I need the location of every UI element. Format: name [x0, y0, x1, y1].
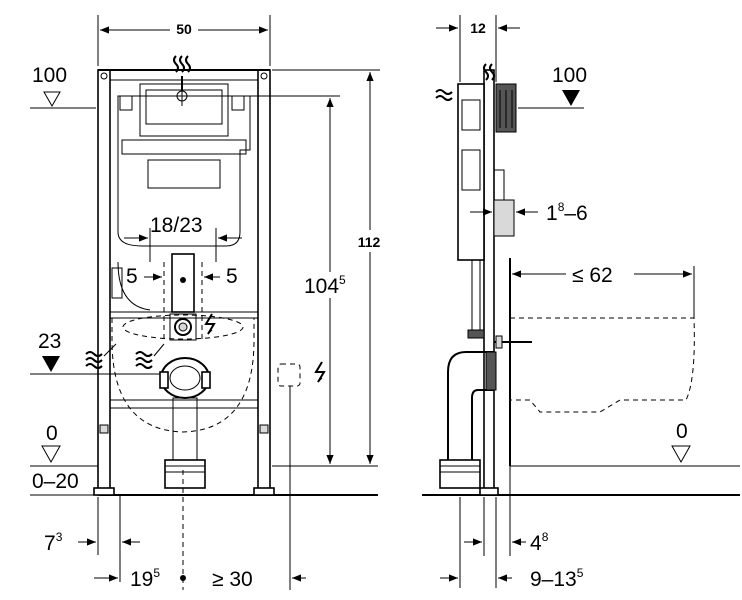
bowl-length-label: ≤ 62 — [572, 264, 613, 287]
drain-pipe-icon — [159, 357, 211, 489]
depth-top-label: 12 — [470, 20, 486, 36]
bottom-right-label: ≥ 30 — [212, 568, 253, 591]
front-view: 50 112 1045 100 18/23 5 5 23 — [30, 15, 386, 591]
flush-pipe — [169, 253, 197, 341]
floor-range-label: 0–20 — [32, 470, 79, 493]
side-bottom-range-label: 9–135 — [530, 566, 584, 591]
level-100-label: 100 — [32, 64, 67, 87]
side-cistern — [457, 83, 517, 339]
offset-left-label: 5 — [126, 265, 138, 288]
level-23-label: 23 — [38, 330, 61, 353]
side-view: 12 100 18–6 ≤ 62 0 48 9–135 — [422, 15, 740, 591]
water-supply-icon — [85, 343, 165, 369]
electrical-supply-icon — [204, 313, 326, 387]
width-dimension-label: 50 — [176, 21, 192, 37]
level-marker-icon — [43, 91, 61, 108]
offset-right-label: 5 — [226, 265, 238, 288]
thickness-label: 18–6 — [546, 200, 588, 225]
level-0-label: 0 — [46, 422, 58, 445]
level-marker-icon — [41, 445, 61, 464]
bottom-mid-label: 195 — [130, 566, 160, 591]
level-marker-icon — [562, 90, 580, 106]
water-supply-icon — [435, 63, 495, 101]
level-marker-icon — [671, 445, 691, 464]
side-bottom-small-label: 48 — [530, 530, 549, 555]
bottom-left-label: 73 — [44, 530, 63, 555]
side-level-100-label: 100 — [552, 64, 587, 87]
cistern — [111, 83, 251, 311]
water-supply-icon — [173, 55, 191, 106]
side-frame — [479, 69, 499, 496]
flush-spacing-label: 18/23 — [150, 214, 203, 237]
side-drain — [439, 335, 532, 489]
total-height-label: 112 — [358, 234, 381, 250]
side-level-0-label: 0 — [676, 420, 688, 443]
level-marker-icon — [42, 356, 60, 372]
inner-height-label: 1045 — [304, 273, 346, 298]
